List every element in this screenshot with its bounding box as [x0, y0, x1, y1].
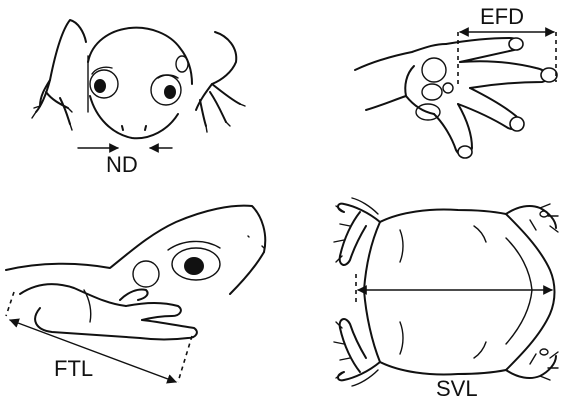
ftl-guide-right — [178, 336, 192, 382]
ftl-label: FTL — [54, 356, 93, 381]
frog-head-front-illustration — [32, 20, 245, 138]
efd-label: EFD — [480, 4, 524, 29]
frog-dorsal-illustration — [334, 198, 558, 386]
frog-hand-illustration — [355, 38, 557, 158]
panel-forearm-length: FTL — [6, 206, 265, 382]
frog-side-illustration — [6, 206, 265, 340]
nd-label: ND — [106, 152, 138, 177]
panel-nostril-distance: ND — [32, 20, 245, 177]
panel-finger-disc: EFD — [355, 4, 557, 158]
ftl-guide-left — [6, 292, 14, 316]
panel-snout-vent: SVL — [334, 198, 558, 401]
svl-label: SVL — [436, 376, 478, 401]
